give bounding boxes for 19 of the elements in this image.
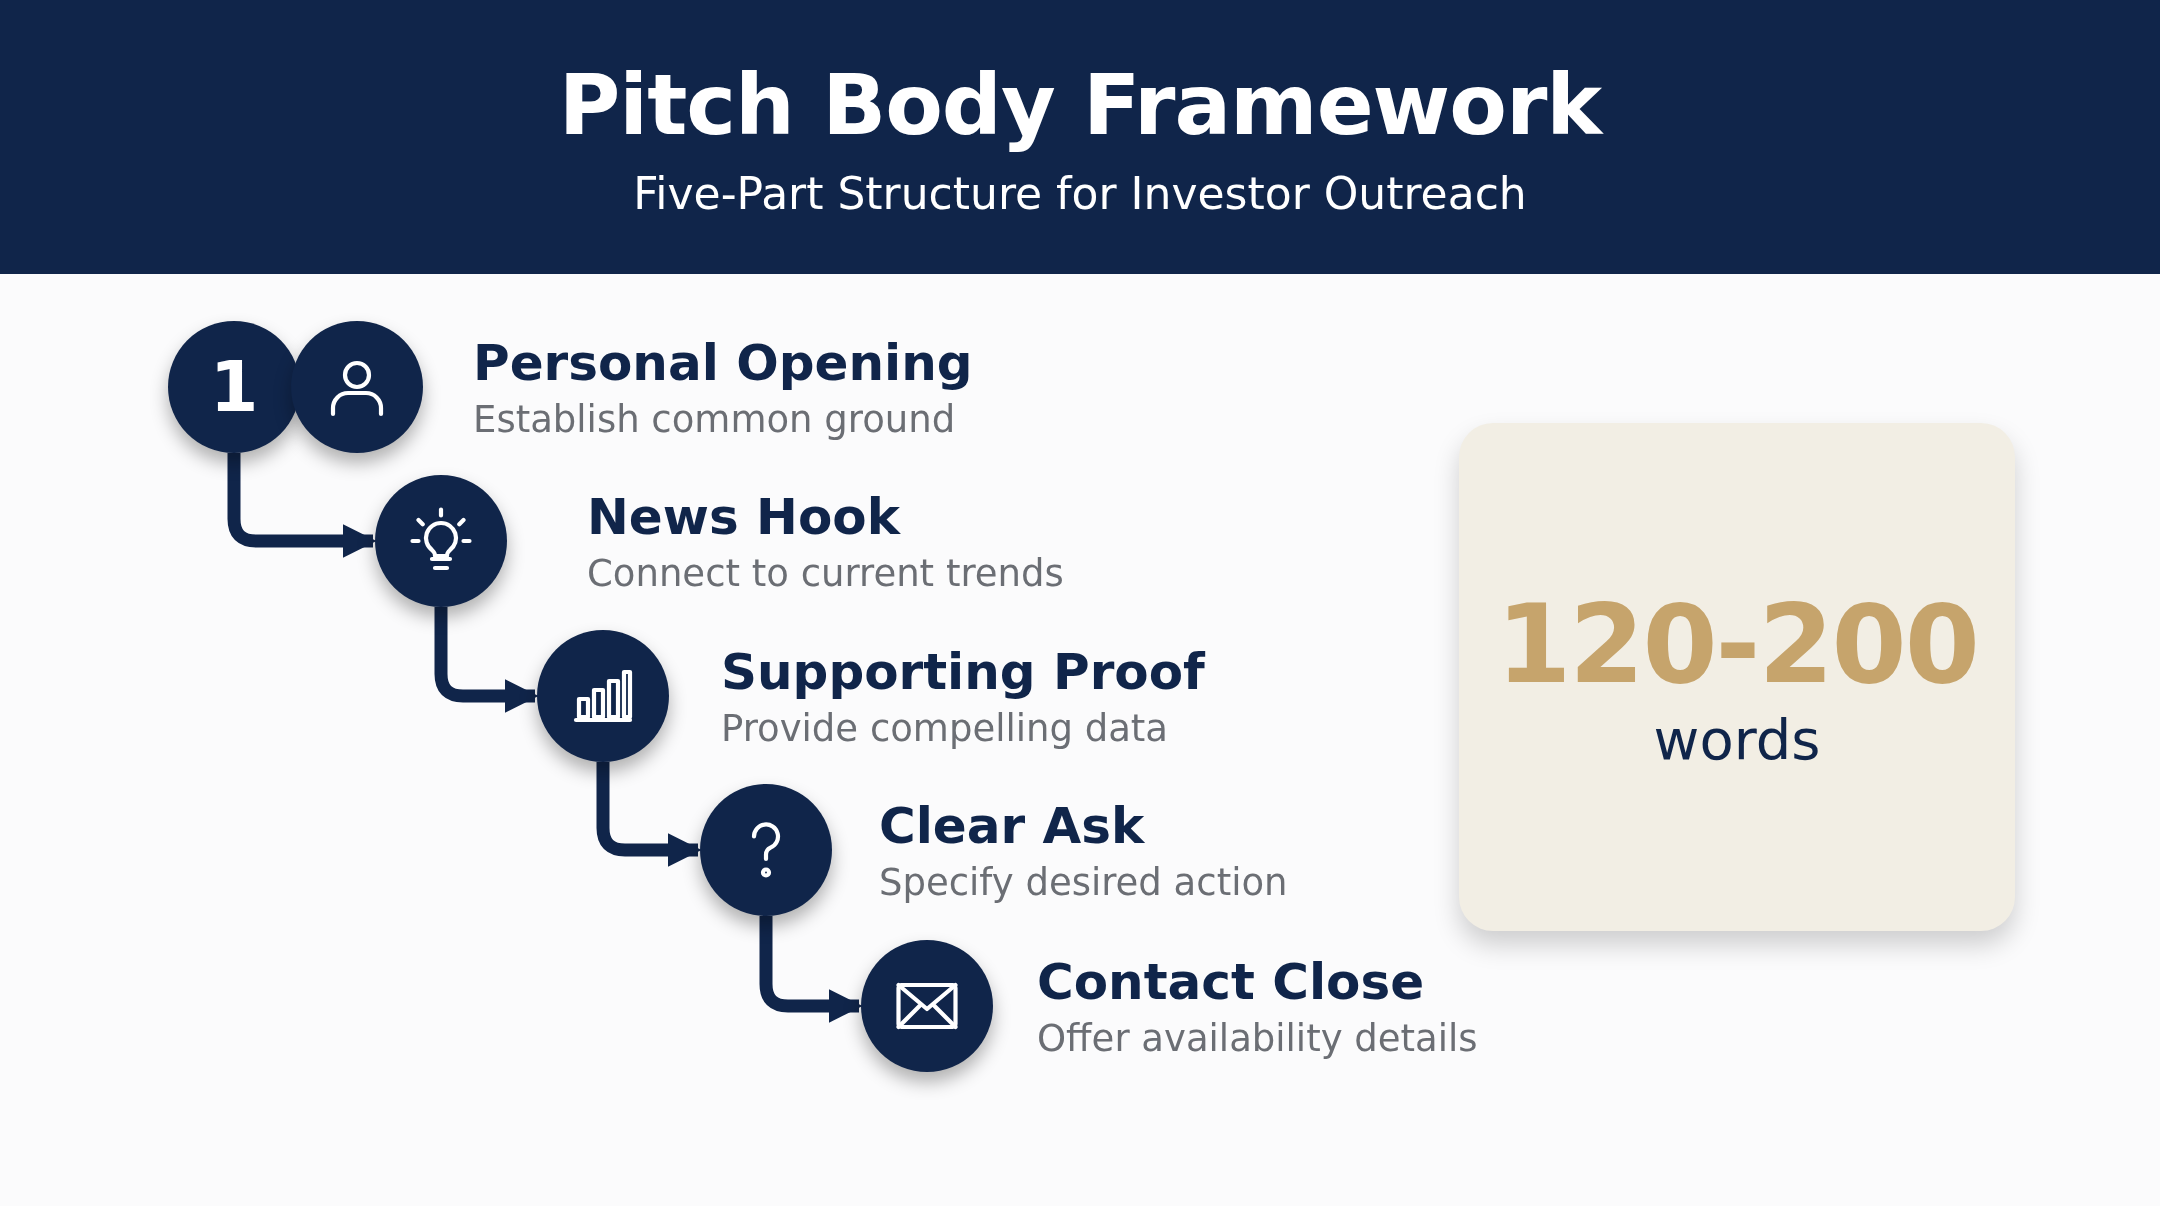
step-title: Clear Ask	[879, 796, 1146, 855]
step-title: Supporting Proof	[721, 642, 1205, 701]
arrow	[434, 607, 539, 713]
title: Pitch Body Framework	[558, 55, 1602, 154]
step-description: Offer availability details	[1037, 1016, 1478, 1060]
word-count-range: 120-200	[1496, 582, 1978, 707]
step-description: Specify desired action	[879, 860, 1288, 904]
arrow	[227, 453, 377, 558]
step-description: Establish common ground	[473, 397, 957, 441]
step-description: Provide compelling data	[721, 706, 1170, 750]
arrow	[596, 762, 702, 867]
arrow	[759, 916, 863, 1023]
step-title: Contact Close	[1037, 952, 1426, 1011]
subtitle: Five-Part Structure for Investor Outreach	[633, 167, 1527, 219]
word-count-card	[1459, 423, 2015, 931]
word-count-unit: words	[1653, 707, 1821, 772]
step-title: News Hook	[587, 487, 902, 546]
step-title: Personal Opening	[473, 333, 973, 392]
step-description: Connect to current trends	[587, 551, 1064, 595]
